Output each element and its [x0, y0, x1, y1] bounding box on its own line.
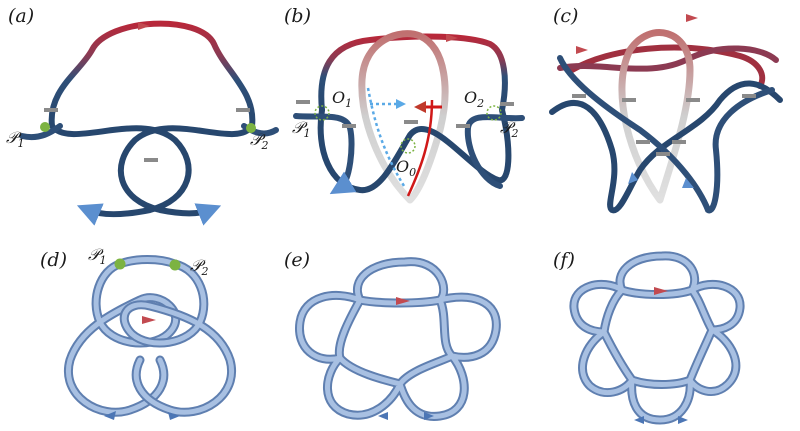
pentafoil-knot: [295, 257, 501, 421]
knot-c-top-arrow: [686, 14, 698, 22]
dash-marker: [404, 120, 418, 124]
knot-a-top-lobe: [48, 20, 256, 129]
knot-c-bottom-arrow: [682, 178, 694, 188]
panel-b-label: (b): [284, 5, 311, 27]
knot-a-side-strand-left: [19, 123, 63, 140]
point-o2-label: O2: [464, 88, 484, 110]
panel-a-label: (a): [8, 5, 34, 27]
heptafoil-blue-arrow: [634, 416, 644, 424]
panel-d: (d) 𝒫1 𝒫2: [40, 245, 237, 420]
point-p1-label: 𝒫1: [88, 245, 107, 267]
dash-marker: [296, 100, 310, 104]
point-p1-label: 𝒫1: [6, 128, 25, 150]
point-p2-dot: [246, 123, 256, 133]
trefoil-blue-arrow: [104, 411, 116, 420]
point-p1-dot: [114, 258, 126, 270]
point-o0-label: O0: [396, 157, 416, 179]
heptafoil-red-arrow: [654, 287, 668, 295]
point-o1-marker: [314, 105, 330, 121]
dash-marker: [572, 94, 586, 98]
knot-b-top-arc: [318, 33, 508, 113]
pentafoil-blue-arrow: [378, 412, 388, 420]
panel-f: (f): [553, 249, 745, 425]
cyan-dotted-trajectory: [366, 87, 406, 187]
point-p2-label: 𝒫2: [190, 256, 209, 278]
panel-f-label: (f): [553, 249, 575, 271]
dash-marker: [672, 140, 686, 144]
knot-a-lower-strand-2: [117, 123, 255, 226]
panel-b: (b) O1 O0 O2 𝒫1 𝒫2: [284, 5, 525, 204]
knot-b-center-loop: [358, 30, 449, 204]
point-p2-dot: [169, 259, 181, 271]
point-p2-label: 𝒫2: [500, 118, 519, 140]
knot-c-blue-strand-2: [557, 55, 775, 214]
trefoil-blue-arrow: [168, 412, 180, 420]
panel-d-label: (d): [40, 249, 67, 271]
dash-marker: [622, 98, 636, 102]
heptafoil-blue-arrow: [678, 416, 688, 424]
pentafoil-red-arrow: [396, 297, 410, 305]
point-p1-label: 𝒫1: [292, 118, 311, 140]
dash-marker: [144, 158, 158, 162]
point-o2-marker: [486, 105, 502, 121]
knot-c-blue-strand-1: [549, 80, 783, 214]
panel-e: (e): [284, 249, 501, 421]
dash-marker: [742, 94, 756, 98]
panel-c-label: (c): [553, 5, 578, 27]
pentafoil-blue-arrow: [424, 412, 434, 420]
red-trajectory: [406, 99, 434, 197]
dash-marker: [500, 102, 514, 106]
dash-marker: [44, 108, 58, 112]
dash-marker: [236, 108, 250, 112]
dash-marker: [636, 140, 650, 144]
panel-e-label: (e): [284, 249, 310, 271]
dash-marker: [456, 124, 470, 128]
knot-b-top-arrow: [446, 34, 458, 42]
point-o0-marker: [400, 138, 416, 154]
knot-a-lower-strand-1: [49, 123, 192, 226]
knot-c-bottom-arrow: [628, 172, 638, 184]
point-o1-label: O1: [332, 88, 352, 110]
heptafoil-knot: [569, 251, 745, 425]
panel-c: (c): [549, 5, 783, 214]
knot-c-top-arrow: [576, 46, 588, 54]
dash-marker: [342, 124, 356, 128]
panel-a: (a) 𝒫1 𝒫2: [6, 5, 279, 226]
dash-marker: [686, 98, 700, 102]
trefoil-knot: [63, 255, 237, 417]
point-p1-dot: [40, 122, 50, 132]
dash-marker: [656, 152, 670, 156]
knot-a-top-arrow: [138, 22, 150, 30]
trefoil-red-arrow: [142, 316, 156, 324]
cyan-arrowhead: [396, 99, 406, 109]
